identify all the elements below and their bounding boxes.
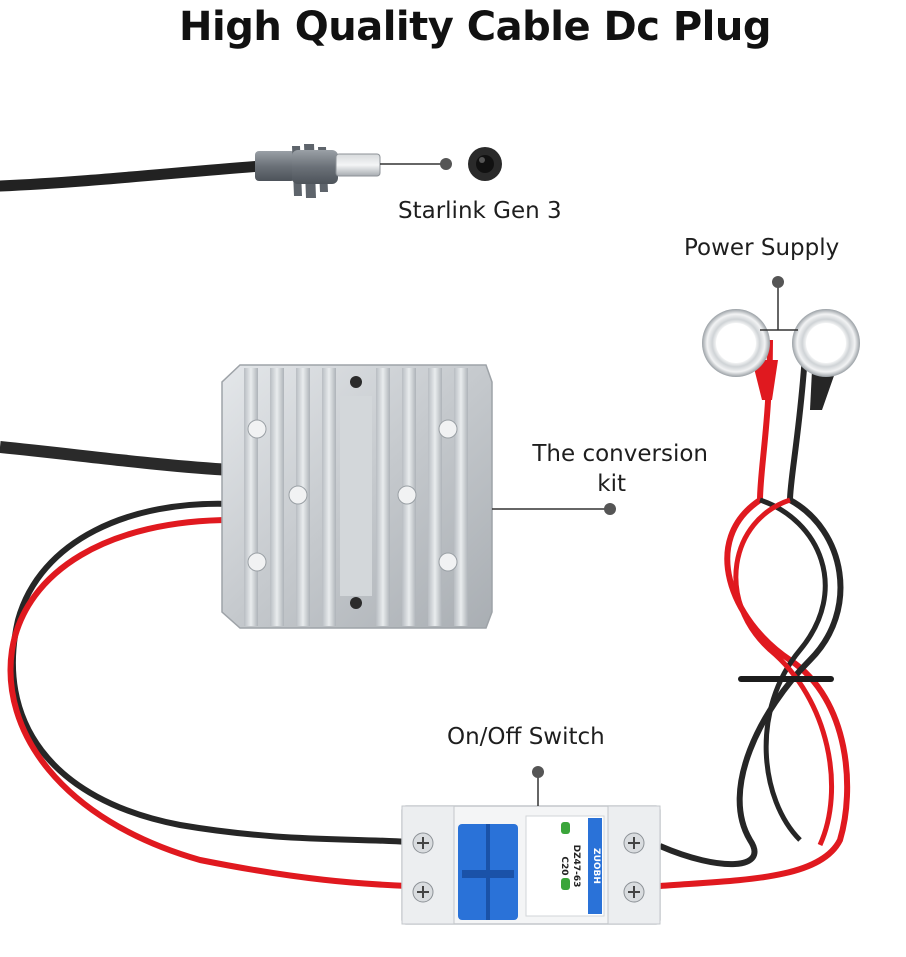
breaker-model: DZ47-63 bbox=[571, 845, 581, 888]
breaker-rating: C20 bbox=[559, 856, 569, 875]
pointer-dot bbox=[532, 766, 544, 778]
label-conversion-kit-line1: The conversion bbox=[532, 441, 708, 467]
screw-icon bbox=[412, 832, 434, 854]
ring-terminals bbox=[702, 309, 860, 410]
label-on-off-switch: On/Off Switch bbox=[447, 724, 605, 750]
label-starlink-gen-3: Starlink Gen 3 bbox=[398, 198, 562, 224]
mount-hole bbox=[350, 376, 362, 388]
wiring bbox=[0, 339, 851, 889]
breaker-brand: ZUOBH bbox=[591, 848, 601, 884]
screw-icon bbox=[412, 881, 434, 903]
pointer-dot bbox=[440, 158, 452, 170]
dc-plug-cable bbox=[0, 144, 381, 198]
plug-tip bbox=[335, 153, 381, 177]
label-power-supply: Power Supply bbox=[684, 235, 840, 261]
screw-icon bbox=[623, 832, 645, 854]
conversion-kit-heatsink bbox=[221, 364, 493, 629]
plug-boot bbox=[255, 151, 295, 181]
on-off-breaker: ZUOBH DZ47-63 C20 bbox=[401, 805, 661, 925]
pointer-dot bbox=[604, 503, 616, 515]
cable-tie bbox=[738, 676, 834, 682]
label-conversion-kit-line2: kit bbox=[597, 471, 626, 497]
product-title: High Quality Cable Dc Plug bbox=[179, 4, 771, 50]
mount-hole bbox=[350, 597, 362, 609]
screw-icon bbox=[623, 881, 645, 903]
pointer-dot bbox=[772, 276, 784, 288]
